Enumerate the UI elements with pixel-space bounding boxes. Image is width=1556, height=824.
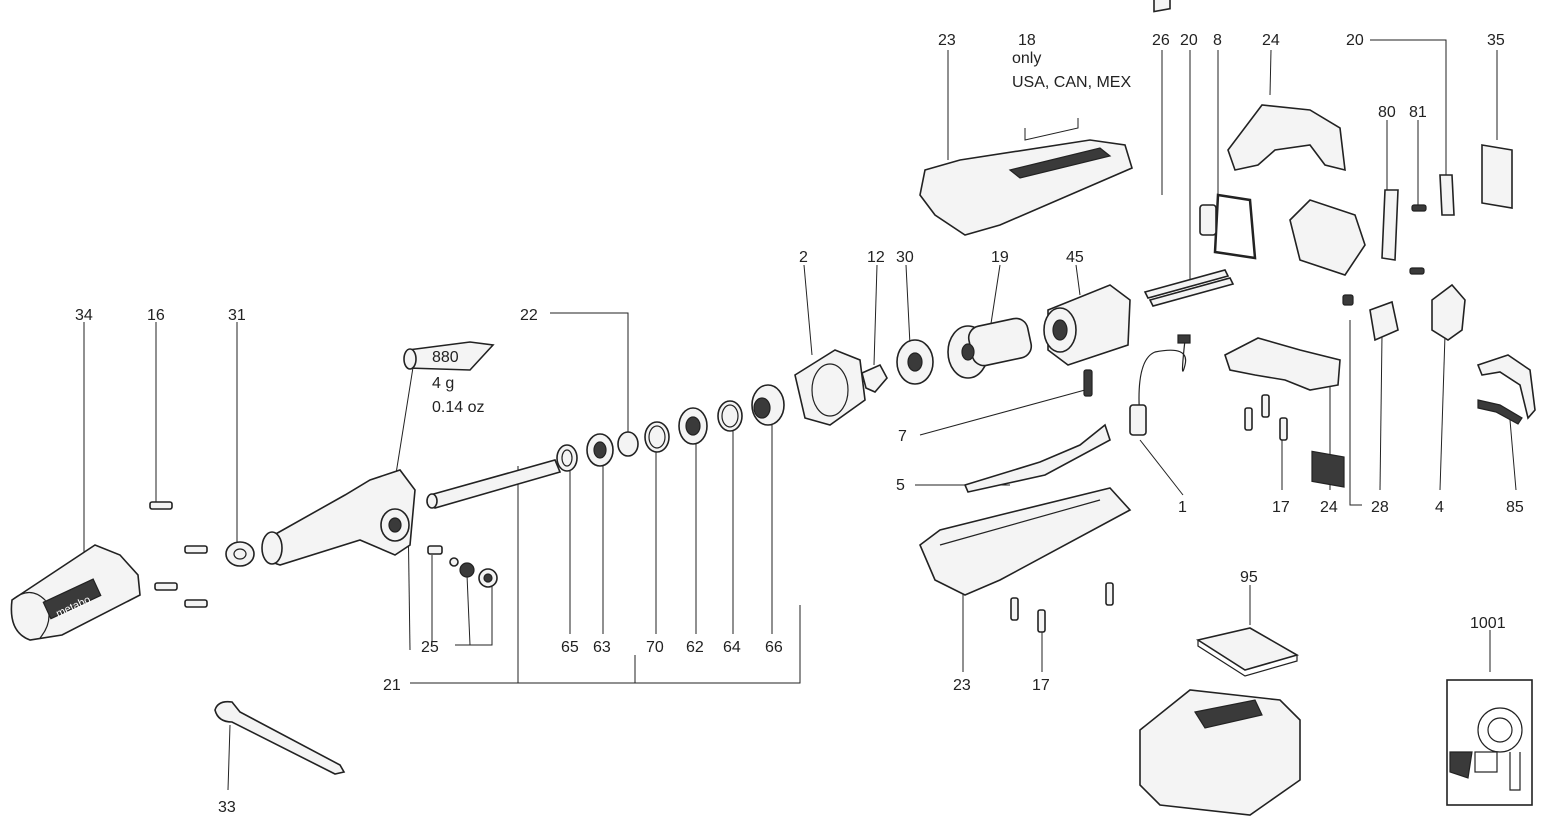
- label-81: 81: [1409, 104, 1427, 121]
- part-8-bracket: [1199, 193, 1257, 260]
- part-34-nose-cap: metabo: [10, 544, 141, 641]
- part-5-switch-rod: [963, 423, 1111, 493]
- label-4: 4: [1435, 499, 1444, 516]
- part-95-pad: [1195, 627, 1300, 677]
- label-1: 1: [1178, 499, 1187, 516]
- part-16-screws: [149, 501, 208, 608]
- part-31-nut: [225, 541, 255, 567]
- label-34: 34: [75, 307, 93, 324]
- part-4-cap: [1409, 267, 1466, 341]
- part-sleeve: [617, 431, 639, 457]
- label-23-top: 23: [938, 32, 956, 49]
- label-8: 8: [1213, 32, 1222, 49]
- label-20-top: 20: [1180, 32, 1198, 49]
- part-66-bushing: [751, 384, 785, 426]
- label-18: 18: [1018, 32, 1036, 49]
- label-64: 64: [723, 639, 741, 656]
- part-19-rotor: [947, 317, 1033, 379]
- part-23-bottom-housing: [919, 487, 1132, 596]
- label-30: 30: [896, 249, 914, 266]
- part-17-screws-right: [1244, 394, 1288, 441]
- label-7: 7: [898, 428, 907, 445]
- part-20-small-clip: [1439, 174, 1455, 216]
- label-23-bottom: 23: [953, 677, 971, 694]
- part-35-label: [1481, 144, 1513, 209]
- part-24-top-cover: [1227, 104, 1346, 172]
- part-63-bearing: [586, 433, 614, 467]
- part-1-switch: [1129, 334, 1191, 436]
- label-2: 2: [799, 249, 808, 266]
- label-18-note-2: USA, CAN, MEX: [1012, 74, 1131, 91]
- label-35: 35: [1487, 32, 1505, 49]
- part-2-fan-housing: [794, 349, 866, 426]
- label-17-right: 17: [1272, 499, 1290, 516]
- leader-lines: [83, 39, 1517, 791]
- label-12: 12: [867, 249, 885, 266]
- part-7-spring: [1083, 369, 1093, 397]
- label-1001: 1001: [1470, 615, 1506, 632]
- label-70: 70: [646, 639, 664, 656]
- label-24-bottom: 24: [1320, 499, 1338, 516]
- label-33: 33: [218, 799, 236, 816]
- part-26-label: [1153, 0, 1171, 13]
- part-70-ring: [644, 421, 670, 453]
- label-95: 95: [1240, 569, 1258, 586]
- part-21-gear-head: [261, 469, 416, 566]
- label-80: 80: [1378, 104, 1396, 121]
- label-22: 22: [520, 307, 538, 324]
- grease-code: 880: [432, 349, 459, 366]
- label-5: 5: [896, 477, 905, 494]
- circuit-diagram-icon: [1446, 679, 1533, 806]
- part-30-bearing: [896, 339, 934, 385]
- label-66: 66: [765, 639, 783, 656]
- part-17-screws-bottom: [1010, 582, 1114, 633]
- part-20-electronics: [1289, 199, 1366, 488]
- part-23-top-housing: [919, 139, 1133, 236]
- label-26: 26: [1152, 32, 1170, 49]
- label-45: 45: [1066, 249, 1084, 266]
- label-19: 19: [991, 249, 1009, 266]
- part-22-spindle: [426, 459, 562, 509]
- part-20-rods: [1143, 269, 1235, 307]
- part-65-ring: [556, 444, 578, 472]
- label-25: 25: [421, 639, 439, 656]
- label-31: 31: [228, 307, 246, 324]
- label-17-bottom: 17: [1032, 677, 1050, 694]
- part-24-bottom-cover: [1224, 337, 1341, 391]
- label-21: 21: [383, 677, 401, 694]
- label-24-top: 24: [1262, 32, 1280, 49]
- battery-pack-icon: [1139, 689, 1301, 816]
- part-12-clip: [861, 363, 888, 393]
- label-63: 63: [593, 639, 611, 656]
- label-18-note-1: only: [1012, 50, 1041, 67]
- grease-weight-oz: 0.14 oz: [432, 399, 484, 416]
- part-28-clip: [1342, 294, 1399, 342]
- label-62: 62: [686, 639, 704, 656]
- label-85: 85: [1506, 499, 1524, 516]
- part-62-bearing: [678, 407, 708, 445]
- part-33-wrench: [214, 700, 346, 775]
- part-85-belt-clip: [1476, 354, 1536, 425]
- grease-tube-icon: 880 4 g 0.14 oz: [403, 341, 495, 416]
- part-81-spring: [1411, 204, 1427, 212]
- part-labels: 34 16 31 22 2 12 30 19 45 23 18 only USA…: [75, 32, 1524, 816]
- grease-weight-g: 4 g: [432, 375, 454, 392]
- label-65: 65: [561, 639, 579, 656]
- part-45-stator: [1043, 284, 1131, 366]
- part-64-ring: [717, 400, 743, 432]
- part-25-small-parts: [427, 545, 498, 588]
- label-28: 28: [1371, 499, 1389, 516]
- label-16: 16: [147, 307, 165, 324]
- label-20-right: 20: [1346, 32, 1364, 49]
- part-80-clip: [1381, 189, 1399, 261]
